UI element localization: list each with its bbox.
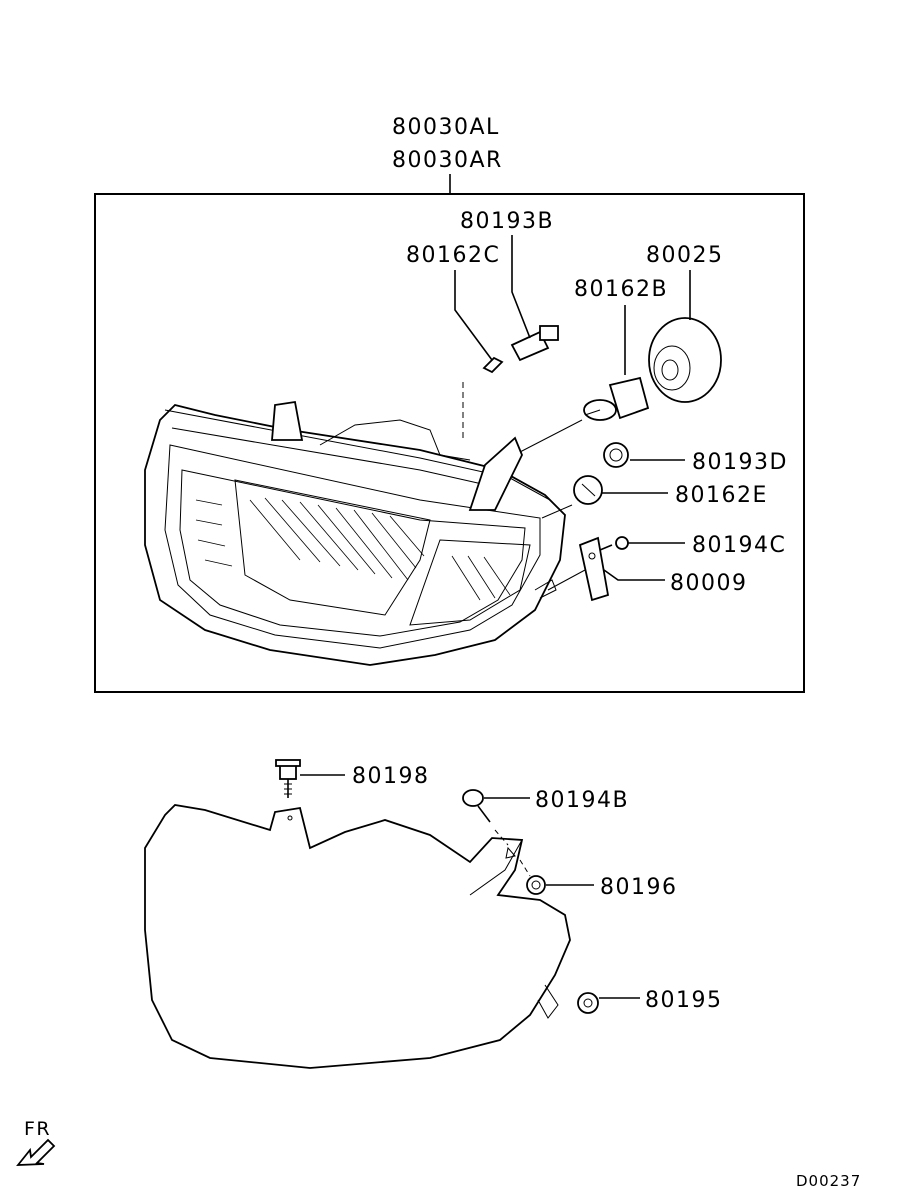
bulb-80162E-drawing bbox=[573, 475, 603, 505]
callout-80162B: 80162B bbox=[574, 277, 668, 302]
bolt-80198-drawing bbox=[275, 759, 301, 798]
callout-80193D: 80193D bbox=[692, 450, 788, 475]
nut-80196-drawing bbox=[519, 859, 546, 895]
bulb-80162B-drawing bbox=[583, 376, 650, 421]
callout-80194B: 80194B bbox=[535, 788, 629, 813]
bracket-80009-drawing bbox=[578, 536, 610, 602]
callout-80162C: 80162C bbox=[406, 243, 500, 268]
assembly-part-number-right: 80030AR bbox=[392, 148, 503, 173]
callout-80195: 80195 bbox=[645, 988, 723, 1013]
bottom-callout-leaders bbox=[300, 774, 640, 999]
assembly-part-number-left: 80030AL bbox=[392, 115, 500, 140]
socket-80193B-drawing bbox=[510, 325, 559, 362]
callout-80025: 80025 bbox=[646, 243, 724, 268]
drawing-code: D00237 bbox=[796, 1172, 861, 1187]
callout-80162E: 80162E bbox=[675, 483, 768, 508]
socket-80193D-drawing bbox=[603, 442, 629, 468]
headlamp-assembly-drawing bbox=[144, 382, 586, 666]
assembly-frame bbox=[94, 193, 805, 693]
screw-80194C-drawing bbox=[599, 536, 629, 551]
callout-80196: 80196 bbox=[600, 875, 678, 900]
cap-80025-drawing bbox=[648, 317, 722, 403]
nut-80195-drawing bbox=[577, 992, 599, 1014]
front-orientation-label: FR bbox=[24, 1118, 51, 1140]
callout-80194C: 80194C bbox=[692, 533, 786, 558]
callout-80198: 80198 bbox=[352, 764, 430, 789]
callout-80193B: 80193B bbox=[460, 209, 554, 234]
top-callout-leaders bbox=[454, 235, 691, 581]
callout-80009: 80009 bbox=[670, 571, 748, 596]
bulb-80162C-drawing bbox=[482, 356, 504, 374]
headlamp-outline-drawing bbox=[144, 804, 571, 1069]
front-arrow-icon bbox=[16, 1138, 56, 1166]
screw-80194B-drawing bbox=[462, 789, 509, 846]
